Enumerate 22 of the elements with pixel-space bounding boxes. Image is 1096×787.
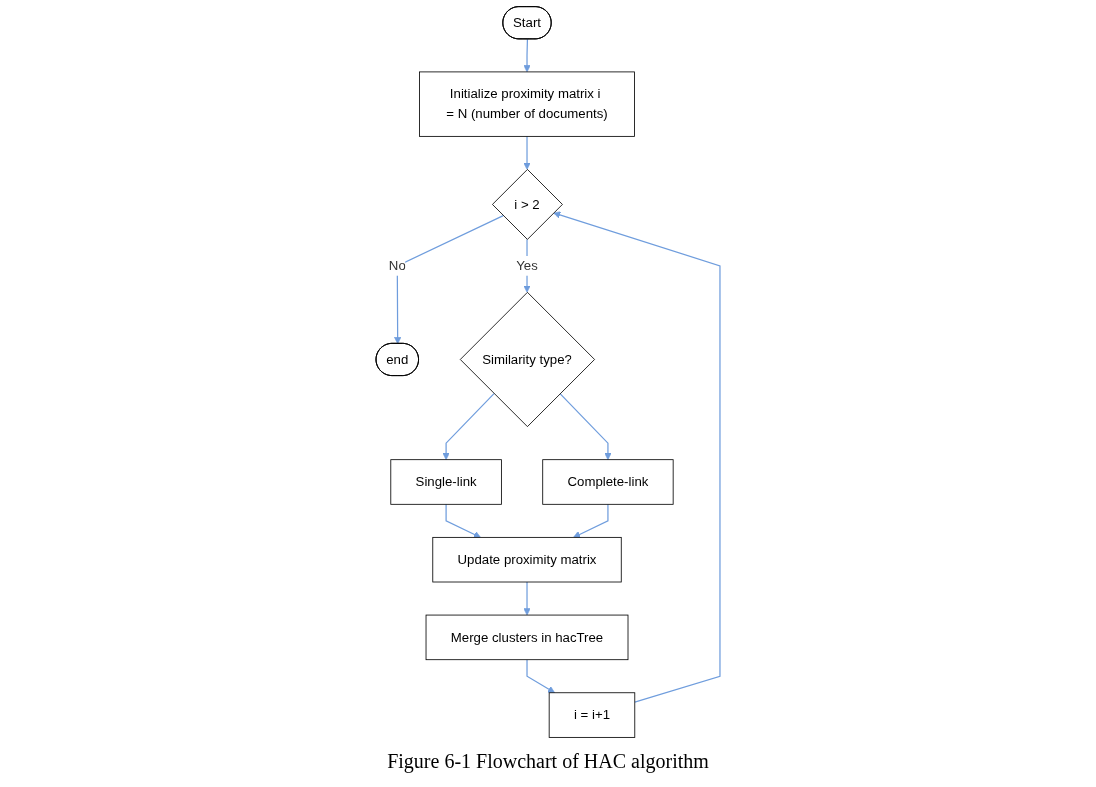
figure-caption: Figure 6-1 Flowchart of HAC algorithm [387,749,709,775]
edge-label: Yes [516,258,538,273]
arrow [523,38,531,73]
node-box: Update proximity matrix [432,536,622,583]
arrow [559,393,612,460]
arrow [526,659,555,694]
arrow [573,503,609,538]
node-diamond: i > 2 [492,169,563,240]
node-box: Single-link [390,459,502,505]
arrow [394,215,504,345]
edge-label: No [388,258,406,273]
node-box: Initialize proximity matrix i = N (number of documents) [419,71,635,137]
arrow [442,393,495,460]
node-box: i = i+1 [548,692,636,738]
node-diamond: Similarity type? [459,291,595,428]
node-box: Complete-link [542,459,674,505]
arrow [523,581,531,616]
node-box: Merge clusters in hacTree [425,614,629,661]
arrow [523,238,531,293]
arrow [523,135,531,170]
arrow [553,211,721,703]
arrow [445,503,481,538]
